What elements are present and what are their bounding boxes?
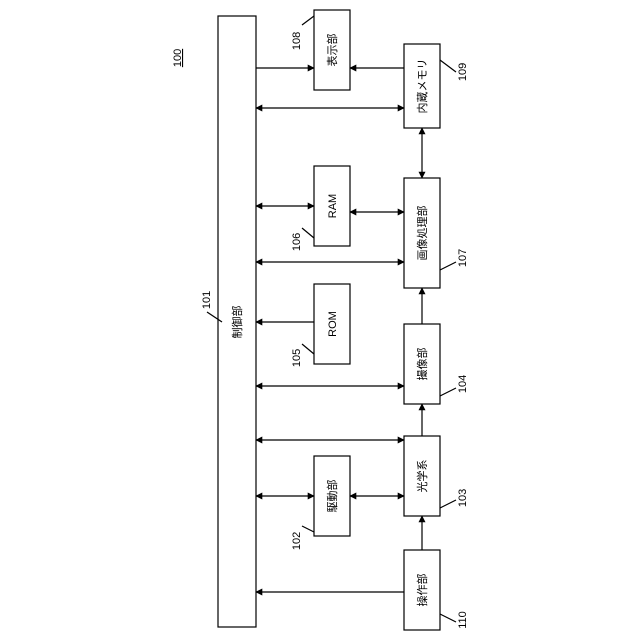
optics-label: 光学系 [415,460,429,493]
ram-ref-leader [302,228,314,238]
display-ref-leader [302,16,314,25]
ram-label: RAM [327,194,339,218]
operation-ref: 110 [457,611,469,629]
controller-label: 制御部 [230,306,244,339]
imaging-ref: 104 [457,375,469,393]
memory-label: 内蔵メモリ [415,59,429,114]
drive-label: 駆動部 [325,480,339,513]
rom-ref: 105 [291,349,303,367]
drive-ref: 102 [291,532,303,550]
memory-ref-leader [440,60,456,72]
display-ref: 108 [291,32,303,50]
controller-ref: 101 [201,291,213,309]
imaging-label: 撮像部 [415,348,429,381]
image-proc-label: 画像処理部 [415,206,429,261]
memory-ref: 109 [457,63,469,81]
optics-ref-leader [440,500,456,508]
operation-label: 操作部 [415,574,429,607]
system-ref-label: 100 [172,49,184,67]
operation-ref-leader [440,614,456,622]
rom-label: ROM [327,311,339,337]
imaging-ref-leader [440,388,456,396]
ram-ref: 106 [291,233,303,251]
optics-ref: 103 [457,489,469,507]
rom-ref-leader [302,344,314,354]
drive-ref-leader [302,526,314,532]
image-proc-ref: 107 [457,249,469,267]
display-label: 表示部 [325,34,339,67]
image-proc-ref-leader [440,262,456,270]
